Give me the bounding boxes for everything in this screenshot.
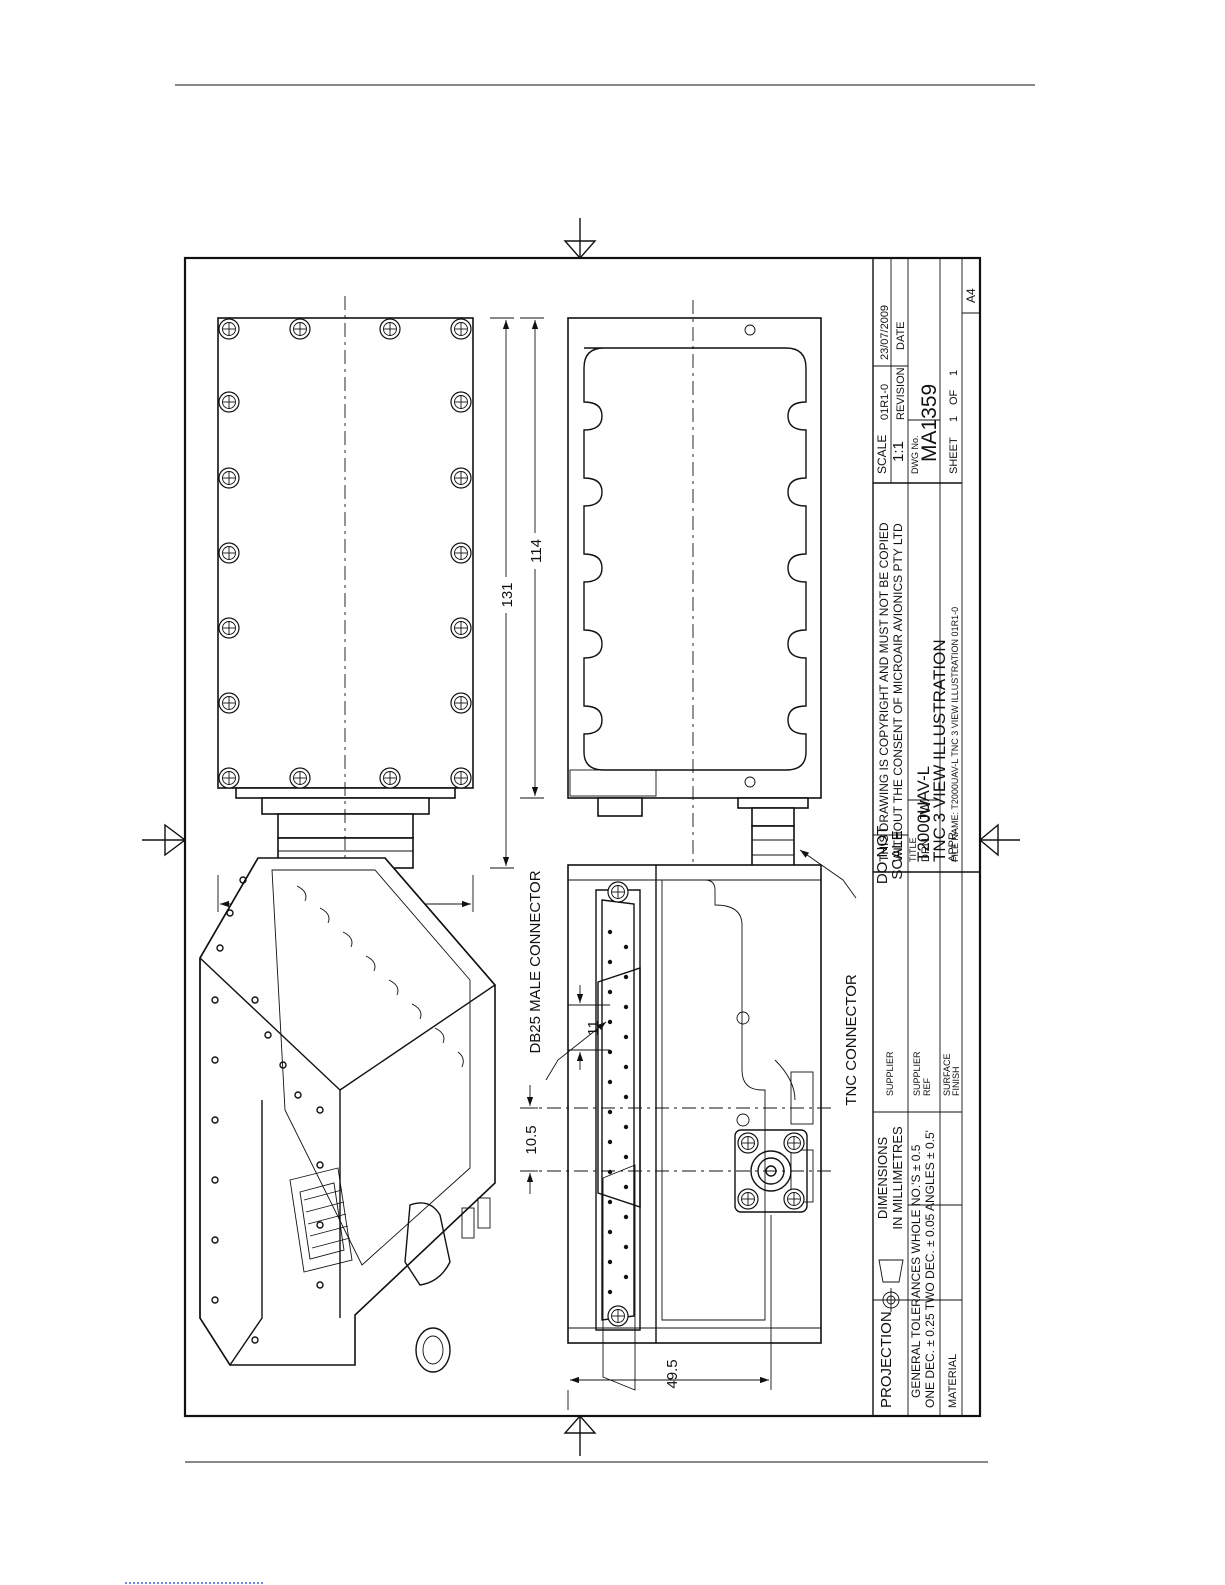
svg-text:DIMENSIONS: DIMENSIONS [875, 1137, 890, 1220]
svg-text:TNC 3 VIEW ILLUSTRATION: TNC 3 VIEW ILLUSTRATION [930, 639, 949, 862]
centering-mark-top [563, 218, 597, 260]
svg-text:FILE NAME: T2000UAV-L TNC 3 VI: FILE NAME: T2000UAV-L TNC 3 VIEW ILLUSTR… [950, 607, 960, 862]
svg-text:01R1-0: 01R1-0 [879, 384, 891, 420]
svg-text:DB25 MALE CONNECTOR: DB25 MALE CONNECTOR [527, 870, 544, 1053]
svg-text:DWG No.: DWG No. [910, 435, 920, 474]
dimension-10-5: 10.5 [522, 1085, 540, 1194]
svg-text:APPR.: APPR. [947, 829, 959, 862]
svg-text:WITHOUT THE CONSENT OF MICROAI: WITHOUT THE CONSENT OF MICROAIR AVIONICS… [891, 523, 905, 862]
svg-text:SUPPLIER: SUPPLIER [885, 1051, 895, 1096]
isometric-view [199, 857, 497, 1373]
title-block [872, 257, 981, 1417]
svg-text:49.5: 49.5 [664, 1359, 681, 1388]
svg-text:131: 131 [499, 582, 516, 607]
isometric-view-screws [211, 876, 324, 1344]
top-view [217, 296, 474, 880]
svg-text:114: 114 [528, 539, 545, 563]
svg-text:DRN: DRN [920, 838, 932, 862]
svg-text:OF: OF [948, 389, 960, 405]
svg-text:IN MILLIMETRES: IN MILLIMETRES [890, 1126, 905, 1230]
svg-text:1: 1 [948, 416, 960, 422]
title-block-text: PROJECTION DIMENSIONS IN MILLIMETRES GEN… [874, 288, 978, 1408]
centering-mark-left [142, 823, 187, 857]
dimension-131: 131 [490, 317, 516, 869]
svg-text:ONE DEC. ± 0.25 TWO DEC. ± 0.0: ONE DEC. ± 0.25 TWO DEC. ± 0.05 ANGLES ±… [923, 1130, 937, 1408]
svg-text:A4: A4 [964, 288, 978, 303]
svg-text:23/07/2009: 23/07/2009 [879, 305, 891, 360]
svg-text:REVISION: REVISION [895, 367, 907, 420]
svg-text:THIS DRAWING IS COPYRIGHT AND: THIS DRAWING IS COPYRIGHT AND MUST NOT B… [877, 522, 891, 862]
tnc-connector-callout: TNC CONNECTOR [799, 849, 860, 1106]
svg-text:MATERIAL: MATERIAL [947, 1354, 959, 1408]
svg-text:SCALE: SCALE [889, 830, 906, 879]
svg-text:REF: REF [922, 1077, 932, 1096]
projection-symbol-icon [877, 1259, 905, 1312]
svg-text:T2000UAV-L: T2000UAV-L [914, 766, 933, 862]
svg-text:1: 1 [948, 370, 960, 376]
svg-text:TITLE: TITLE [908, 837, 918, 862]
svg-text:SURFACE: SURFACE [942, 1053, 952, 1096]
svg-text:1:1: 1:1 [890, 441, 907, 462]
db25-connector-callout: DB25 MALE CONNECTOR [527, 870, 607, 1081]
dimension-114: 114 [520, 317, 545, 799]
svg-text:SUPPLIER: SUPPLIER [912, 1051, 922, 1096]
svg-text:MA1359: MA1359 [918, 384, 941, 462]
svg-text:JW: JW [917, 800, 934, 823]
db25-connector [595, 881, 641, 1331]
projection-label: PROJECTION [878, 1311, 895, 1408]
end-view-centerlines [520, 1107, 835, 1172]
centering-mark-bottom [563, 1414, 597, 1456]
svg-text:TNC CONNECTOR: TNC CONNECTOR [843, 974, 860, 1106]
end-view [567, 864, 822, 1391]
side-view [567, 300, 822, 878]
svg-text:DATE: DATE [895, 321, 907, 350]
dimension-11: 11 [568, 985, 610, 1070]
svg-text:SCALE: SCALE [875, 435, 889, 474]
svg-text:DO NOT: DO NOT [874, 826, 891, 884]
centering-mark-right [978, 823, 1020, 857]
dimension-49-5: 49.5 [567, 1215, 772, 1410]
svg-text:GENERAL TOLERANCES WHOLE NO.'S: GENERAL TOLERANCES WHOLE NO.'S ± 0.5 [909, 1144, 923, 1398]
svg-text:SHEET: SHEET [948, 437, 960, 474]
svg-text:FINISH: FINISH [951, 1066, 961, 1096]
svg-text:11: 11 [585, 1020, 602, 1036]
svg-text:10.5: 10.5 [523, 1125, 540, 1154]
